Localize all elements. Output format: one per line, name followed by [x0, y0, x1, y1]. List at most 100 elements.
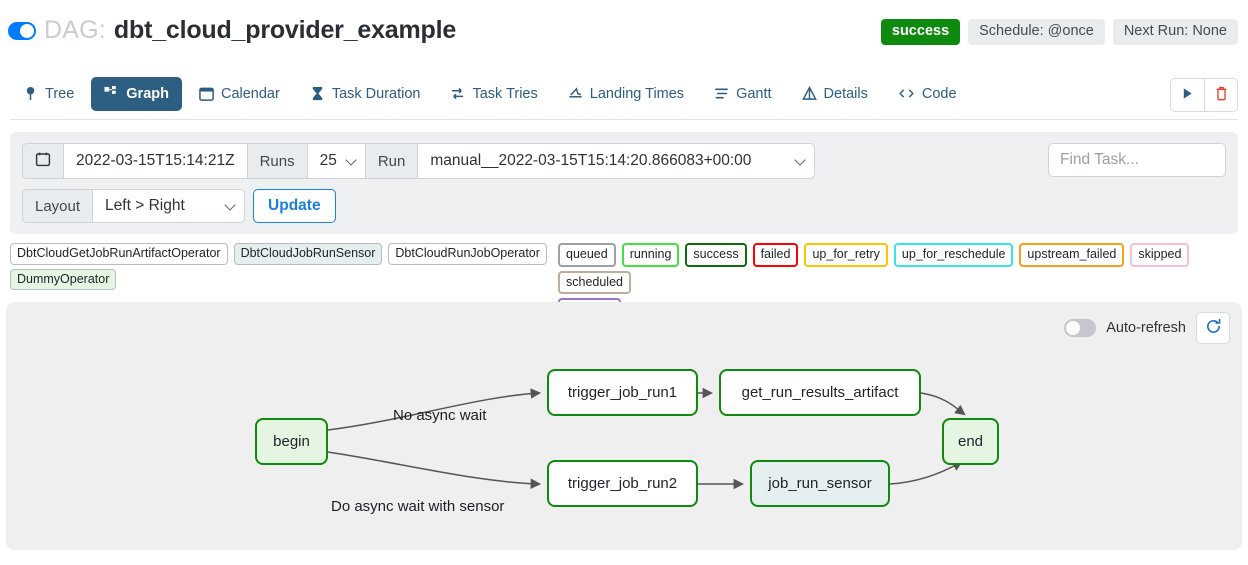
edge-begin-to-trigger2	[327, 451, 542, 490]
task-node-label: job_run_sensor	[768, 475, 872, 493]
dag-label: DAG:	[44, 16, 106, 44]
tab-task-tries[interactable]: Task Tries	[437, 77, 550, 111]
execution-date-input[interactable]: 2022-03-15T15:14:21Z	[63, 143, 248, 179]
state-legend-up-for-retry[interactable]: up_for_retry	[804, 243, 888, 267]
tab-task-tries-label: Task Tries	[472, 85, 538, 102]
calendar-icon	[35, 151, 51, 171]
filter-row-bottom: Layout Left > Right Update	[22, 189, 1226, 223]
header-badges: success Schedule: @once Next Run: None	[880, 19, 1238, 45]
state-legend-queued[interactable]: queued	[558, 243, 616, 267]
dag-pause-toggle[interactable]	[8, 21, 36, 40]
runs-label: Runs	[246, 143, 308, 179]
tree-icon	[23, 86, 38, 101]
dag-run-select[interactable]: manual__2022-03-15T15:14:20.866083+00:00	[417, 143, 816, 179]
tab-graph[interactable]: Graph	[91, 76, 182, 111]
state-legend-success[interactable]: success	[685, 243, 747, 267]
tab-task-duration[interactable]: Task Duration	[297, 77, 434, 111]
edge-artifact-to-end	[920, 392, 966, 416]
play-icon	[1181, 87, 1194, 103]
schedule-badge[interactable]: Schedule: @once	[968, 19, 1105, 45]
dag-name: dbt_cloud_provider_example	[113, 16, 457, 44]
calendar-icon	[199, 86, 214, 101]
operator-legend-item[interactable]: DbtCloudGetJobRunArtifactOperator	[10, 243, 228, 265]
tab-graph-label: Graph	[126, 85, 169, 102]
dag-action-buttons	[1170, 78, 1238, 112]
trash-icon	[1215, 86, 1228, 104]
calendar-picker-button[interactable]	[22, 143, 64, 179]
operator-legend-item[interactable]: DummyOperator	[10, 268, 117, 291]
dag-title: DAG: dbt_cloud_provider_example	[8, 16, 456, 45]
filter-row-top: 2022-03-15T15:14:21Z Runs 25 Run manual_…	[22, 143, 1226, 179]
retry-icon	[450, 86, 465, 101]
dag-view-tabs: Tree Graph Calendar Task Duration	[10, 72, 1238, 120]
state-legend-failed[interactable]: failed	[752, 243, 799, 267]
layout-label: Layout	[22, 189, 94, 223]
tab-calendar[interactable]: Calendar	[186, 77, 293, 111]
status-badge: success	[880, 19, 961, 45]
next-run-badge: Next Run: None	[1112, 19, 1238, 45]
delete-dag-button[interactable]	[1204, 79, 1237, 111]
tab-details[interactable]: Details	[789, 77, 881, 111]
state-legend-upstream-failed[interactable]: upstream_failed	[1019, 243, 1125, 267]
task-node-trigger-job-run2[interactable]: trigger_job_run2	[547, 460, 698, 508]
dag-header: DAG: dbt_cloud_provider_example success …	[0, 0, 1248, 62]
refresh-icon	[1205, 318, 1222, 338]
task-node-label: trigger_job_run1	[567, 384, 678, 402]
tab-details-label: Details	[823, 85, 868, 102]
state-legend-up-for-reschedule[interactable]: up_for_reschedule	[893, 243, 1014, 267]
landing-icon	[568, 86, 583, 101]
tab-gantt[interactable]: Gantt	[701, 77, 784, 111]
graph-canvas[interactable]: Auto-refresh begin trigger_job_run	[6, 302, 1242, 551]
graph-icon	[104, 86, 119, 101]
task-node-end[interactable]: end	[942, 418, 999, 466]
tab-code-label: Code	[921, 85, 957, 102]
tab-calendar-label: Calendar	[220, 85, 280, 102]
task-node-get-run-results-artifact[interactable]: get_run_results_artifact	[719, 369, 921, 417]
auto-refresh-label: Auto-refresh	[1106, 320, 1186, 337]
date-run-group: 2022-03-15T15:14:21Z Runs 25 Run manual_…	[22, 143, 816, 179]
edge-label-no-async-wait: No async wait	[393, 407, 487, 425]
tab-tree[interactable]: Tree	[10, 77, 87, 111]
task-node-begin[interactable]: begin	[255, 418, 328, 466]
tab-code[interactable]: Code	[885, 77, 970, 111]
toggle-knob	[20, 23, 34, 38]
task-node-label: begin	[273, 433, 310, 451]
auto-refresh-toggle[interactable]	[1064, 319, 1097, 338]
layout-group: Layout Left > Right	[22, 189, 246, 223]
run-label: Run	[364, 143, 419, 179]
find-task-input[interactable]: Find Task...	[1048, 143, 1226, 177]
task-node-label: get_run_results_artifact	[741, 384, 899, 402]
gantt-icon	[714, 86, 729, 101]
layout-select[interactable]: Left > Right	[92, 189, 246, 223]
state-legend-running[interactable]: running	[621, 243, 680, 267]
task-node-trigger-job-run1[interactable]: trigger_job_run1	[547, 369, 698, 417]
task-node-label: trigger_job_run2	[567, 475, 678, 493]
warning-triangle-icon	[801, 86, 817, 101]
code-icon	[898, 86, 915, 101]
tab-gantt-label: Gantt	[736, 85, 772, 102]
tab-landing-times[interactable]: Landing Times	[555, 77, 697, 111]
refresh-button[interactable]	[1196, 312, 1230, 345]
filter-panel: 2022-03-15T15:14:21Z Runs 25 Run manual_…	[10, 132, 1238, 234]
state-legend-skipped[interactable]: skipped	[1130, 243, 1190, 267]
hourglass-icon	[310, 86, 325, 101]
edge-sensor-to-end	[889, 461, 963, 485]
graph-edges	[327, 388, 966, 490]
operator-legend-item[interactable]: DbtCloudRunJobOperator	[388, 243, 547, 265]
state-legend-scheduled[interactable]: scheduled	[558, 270, 631, 295]
tab-landing-times-label: Landing Times	[589, 85, 685, 102]
trigger-dag-button[interactable]	[1171, 79, 1204, 111]
toggle-knob	[1066, 321, 1081, 336]
tab-task-duration-label: Task Duration	[331, 85, 421, 102]
update-button[interactable]: Update	[253, 189, 336, 223]
task-node-job-run-sensor[interactable]: job_run_sensor	[750, 460, 890, 508]
tab-tree-label: Tree	[45, 85, 75, 102]
num-runs-select[interactable]: 25	[306, 143, 366, 179]
edge-begin-to-trigger1	[327, 388, 542, 431]
operator-legend-item[interactable]: DbtCloudJobRunSensor	[233, 243, 383, 265]
edge-label-do-async-wait: Do async wait with sensor	[331, 498, 505, 516]
task-node-label: end	[957, 433, 984, 451]
